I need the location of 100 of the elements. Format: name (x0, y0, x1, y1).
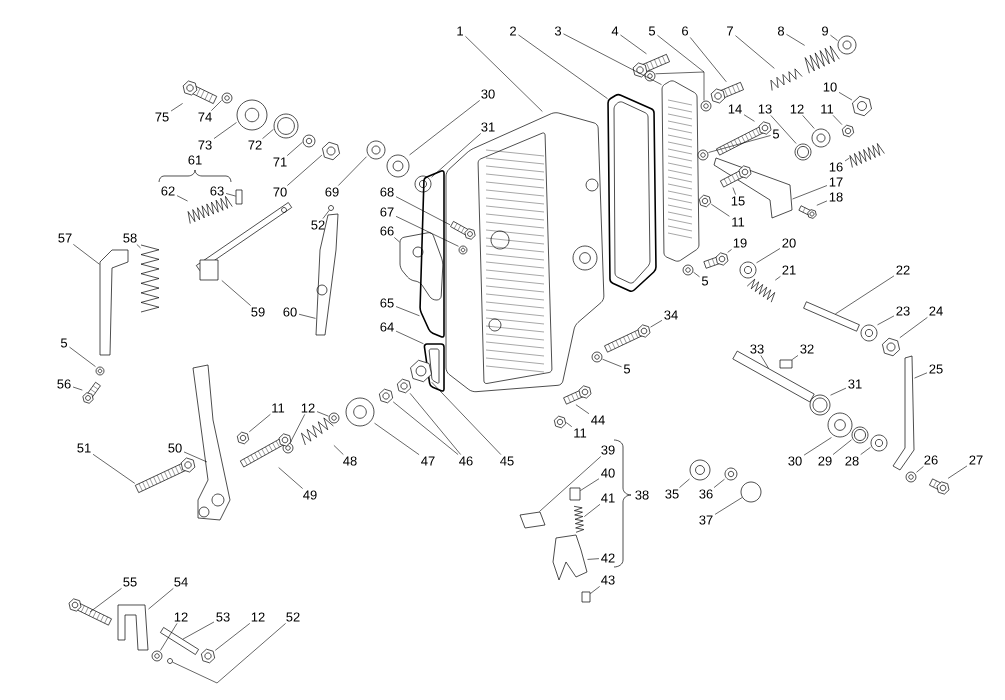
leader-line (72, 386, 83, 391)
callout-number: 17 (829, 177, 843, 187)
callout-number: 56 (57, 379, 71, 389)
callout-number: 9 (822, 26, 828, 36)
callout-number: 31 (481, 122, 495, 132)
leader-line (770, 115, 797, 144)
leader-line (835, 275, 895, 315)
gear (236, 99, 268, 131)
callout-number: 50 (168, 443, 182, 453)
bolt (563, 385, 592, 405)
callout-number: 39 (601, 445, 615, 455)
callout-number: 7 (727, 26, 733, 36)
leader-line (844, 157, 850, 162)
washer (682, 264, 694, 276)
callout-number: 65 (380, 298, 394, 308)
callout-number: 63 (210, 186, 224, 196)
clamp (117, 604, 149, 651)
leader-line (431, 133, 482, 178)
callout-number: 12 (174, 612, 188, 622)
leader-line (395, 216, 459, 247)
ring (273, 113, 299, 139)
callout-number: 5 (772, 129, 780, 139)
leader-line (914, 372, 928, 379)
callout-number: 4 (611, 26, 619, 36)
leader-line (182, 621, 215, 640)
leader-line (518, 34, 608, 99)
leader-line (860, 447, 871, 455)
leader-line (286, 141, 303, 156)
key (779, 359, 793, 369)
leader-line (395, 330, 424, 345)
callout-number: 73 (198, 140, 212, 150)
leader-line (899, 317, 928, 339)
spring (849, 143, 885, 168)
callout-number: 29 (818, 456, 832, 466)
leader-line (756, 248, 781, 264)
bolt (604, 324, 651, 353)
leader-line (170, 103, 183, 112)
washer (151, 650, 163, 662)
leader-line (176, 195, 188, 202)
callout-number: 53 (216, 612, 230, 622)
leader-line (679, 478, 690, 488)
pin (235, 189, 243, 205)
leader-line (395, 306, 420, 317)
leader-line (333, 445, 344, 455)
leader-line (322, 209, 330, 219)
callout-number: 13 (758, 104, 772, 114)
bolt (703, 252, 729, 269)
leader-line (832, 439, 852, 455)
callout-number: 20 (782, 238, 796, 248)
bolt (68, 598, 112, 626)
callout-number: 66 (380, 226, 394, 236)
bolt (134, 457, 196, 493)
leader-line (409, 393, 461, 455)
bush (386, 154, 410, 178)
block (519, 511, 546, 529)
callout-number: 34 (664, 310, 678, 320)
spring (770, 68, 803, 91)
callout-number: 23 (896, 306, 910, 316)
callout-number: 30 (788, 456, 802, 466)
callout-number: 42 (601, 553, 615, 563)
leader-line (213, 122, 237, 139)
callout-number: 11 (574, 428, 587, 438)
ring (794, 143, 812, 161)
callout-number: 54 (174, 577, 188, 587)
lever (892, 355, 915, 471)
ring (366, 140, 386, 160)
washer (644, 70, 656, 82)
nut (236, 431, 250, 445)
callout-number: 26 (924, 455, 938, 465)
callout-number: 67 (380, 207, 394, 217)
leader-line (298, 313, 316, 319)
leader-line (539, 456, 602, 512)
block (569, 487, 581, 501)
callout-number: 61 (188, 155, 202, 165)
rod (195, 202, 293, 281)
callout-number: 14 (728, 104, 742, 114)
callout-number: 38 (635, 490, 649, 500)
leader-line (394, 237, 400, 243)
leader-line (225, 193, 236, 197)
callout-number: 43 (601, 575, 615, 585)
leader-line (916, 466, 924, 473)
washer (724, 467, 738, 481)
housing (445, 112, 605, 393)
leader-line (792, 185, 828, 200)
bolt (929, 478, 950, 495)
leader-line (710, 203, 730, 217)
leader-line (689, 37, 727, 83)
bolt (632, 53, 670, 78)
callout-number: 5 (701, 276, 709, 286)
callout-number: 70 (273, 187, 287, 197)
callout-number: 19 (733, 238, 747, 248)
nut (322, 141, 340, 161)
leader-line (816, 200, 828, 206)
callout-number: 21 (782, 265, 796, 275)
washer (697, 149, 709, 161)
callout-number: 60 (283, 307, 297, 317)
callout-number: 5 (648, 26, 656, 36)
nut (882, 337, 900, 357)
callout-number: 64 (380, 322, 394, 332)
leader-line (73, 244, 100, 265)
